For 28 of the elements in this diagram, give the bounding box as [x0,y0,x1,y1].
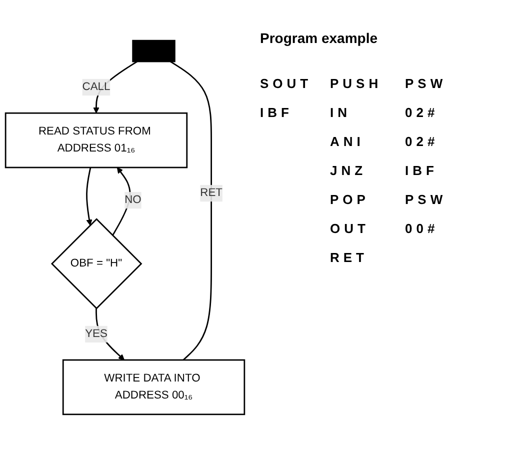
edge-label: NO [124,194,142,206]
title: Program example [260,30,378,46]
arrow [86,167,92,226]
edge-label: RET [200,187,222,199]
connector [170,60,212,361]
mnemonic: OUT [330,221,370,236]
mnemonic: JNZ [330,163,368,178]
node-box: READ STATUS FROM ADDRESS 01₁₆ [4,112,188,168]
operand: PSW [405,192,448,207]
edge-label: CALL [82,81,110,93]
mnemonic: RET [330,250,369,265]
operand: 02# [405,134,440,149]
label-name: IBF [260,105,294,120]
mnemonic: IN [330,105,352,120]
operand: IBF [405,163,439,178]
operand: 02# [405,105,440,120]
operand: PSW [405,76,448,91]
label-name: SOUT [260,76,314,91]
arrow [96,308,125,360]
mnemonic: ANI [330,134,366,149]
edge-label: YES [85,328,108,340]
node-bar [132,40,176,62]
arrow [112,167,131,236]
mnemonic: POP [330,192,370,207]
node-box: WRITE DATA INTO ADDRESS 00₁₆ [62,359,246,416]
node-diamond: OBF = "H" [50,218,142,310]
mnemonic: PUSH [330,76,384,91]
operand: 00# [405,221,440,236]
